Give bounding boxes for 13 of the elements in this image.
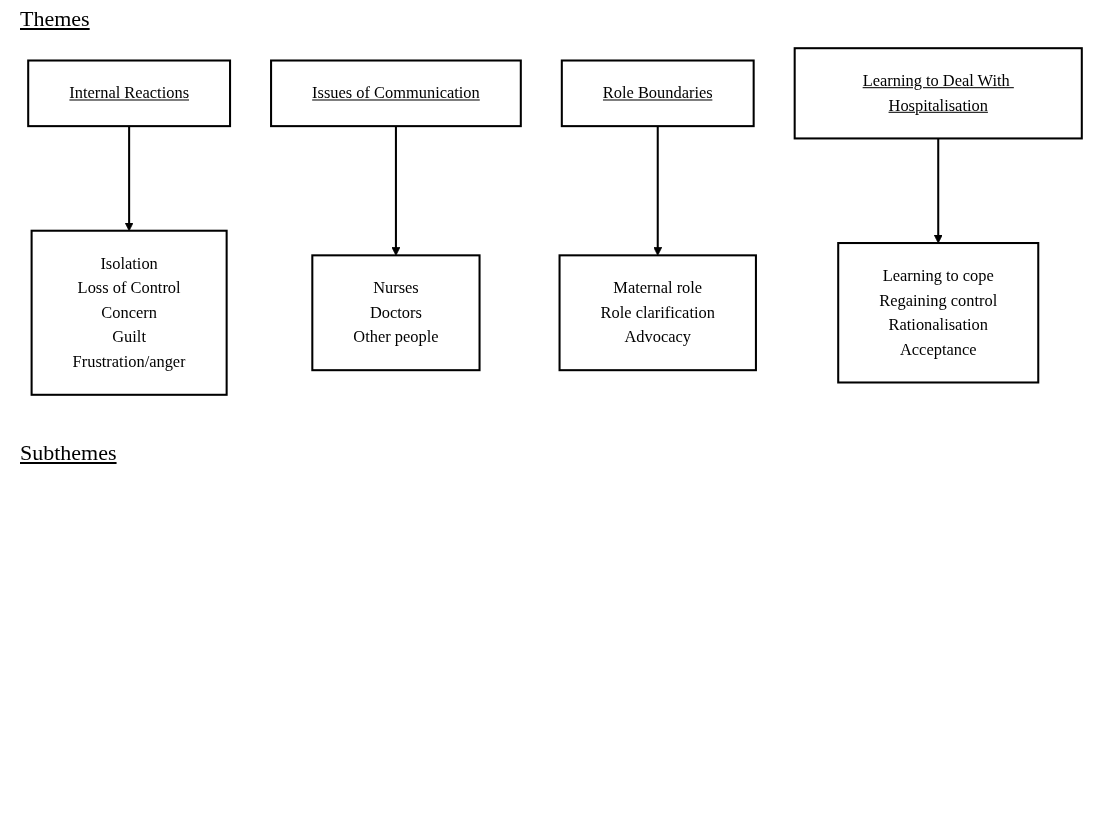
arrow [391,126,401,256]
arrow [653,126,663,256]
node-box: Issues of Communication [270,59,522,128]
section-heading: Themes [20,6,90,32]
node-box: Learning to Deal With Hospitalisation [793,47,1083,140]
node-box: Role Boundaries [560,59,755,128]
node-box: Nurses Doctors Other people [311,254,481,372]
node-box: Maternal role Role clarification Advocacy [558,254,757,372]
node-box: Isolation Loss of Control Concern Guilt Frustration/anger [30,229,228,396]
arrow [933,138,943,244]
section-heading: Subthemes [20,440,117,466]
node-box: Internal Reactions [27,59,232,128]
node-box: Learning to cope Regaining control Rationalisation Acceptance [837,242,1040,384]
